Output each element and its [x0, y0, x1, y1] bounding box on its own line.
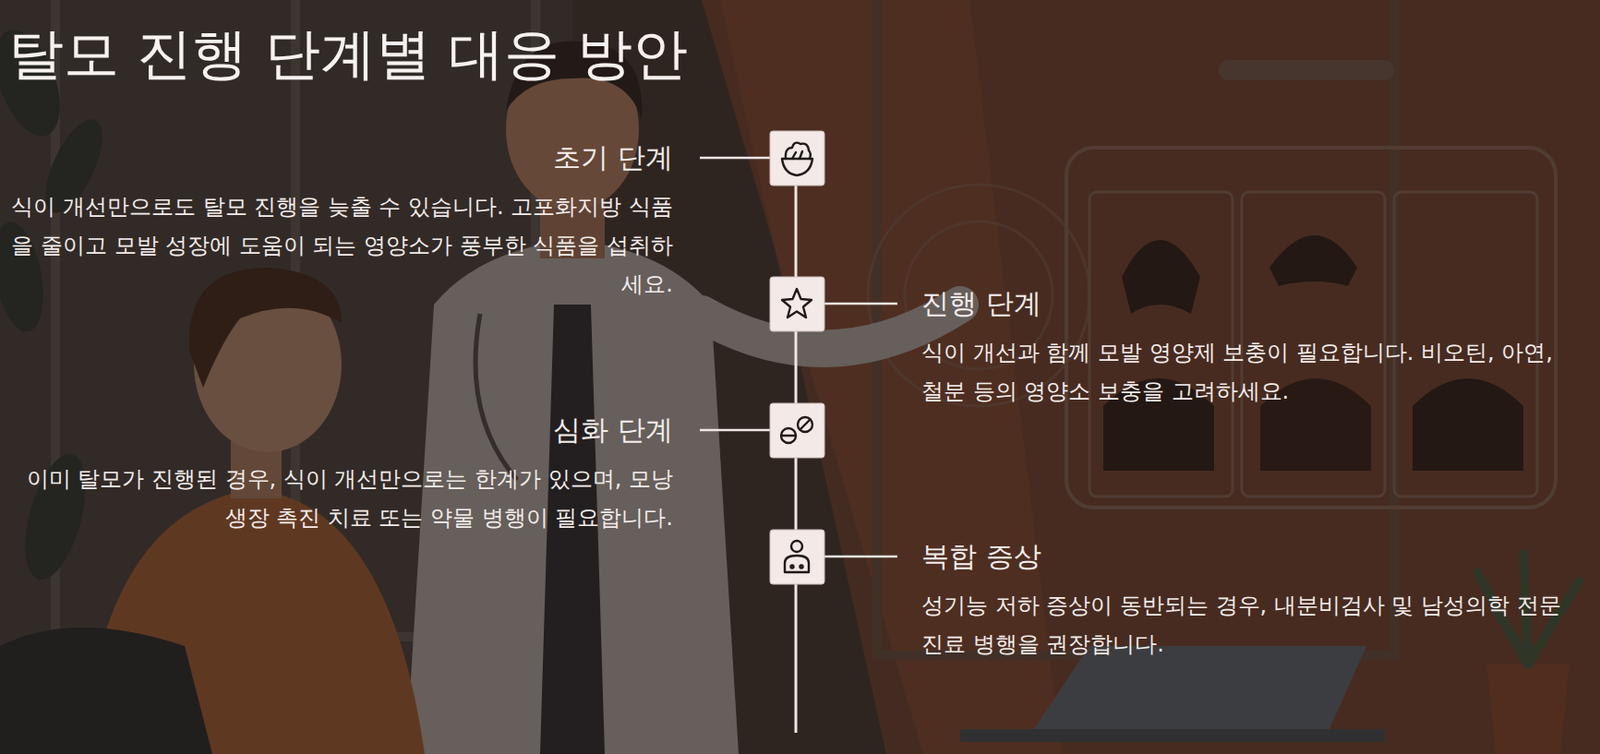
stage-description: 식이 개선만으로도 탈모 진행을 늦출 수 있습니다. 고포화지방 식품을 줄이…	[10, 187, 674, 304]
leader-line	[699, 429, 770, 433]
pill-icon	[781, 417, 813, 444]
doctor-icon	[784, 541, 809, 573]
leader-line	[699, 156, 770, 160]
stage-item: 진행 단계식이 개선과 함께 모발 영양제 보충이 필요합니다. 비오틴, 아연…	[921, 283, 1579, 411]
stage-item: 복합 증상성기능 저하 증상이 동반되는 경우, 내분비검사 및 남성의학 전문…	[921, 536, 1579, 664]
stage-item: 초기 단계식이 개선만으로도 탈모 진행을 늦출 수 있습니다. 고포화지방 식…	[10, 137, 674, 304]
stage-description: 이미 탈모가 진행된 경우, 식이 개선만으로는 한계가 있으며, 모낭 생장 …	[10, 459, 674, 538]
icon-box	[769, 403, 825, 458]
star-icon	[781, 288, 812, 318]
stage-heading: 초기 단계	[10, 137, 674, 179]
stage-description: 식이 개선과 함께 모발 영양제 보충이 필요합니다. 비오틴, 아연, 철분 …	[921, 333, 1579, 411]
stage-heading: 심화 단계	[10, 409, 674, 451]
stage-heading: 진행 단계	[921, 283, 1579, 325]
timeline	[699, 131, 898, 734]
salad-bowl-icon	[781, 143, 813, 176]
leader-line	[824, 555, 898, 559]
icon-box	[769, 529, 825, 585]
stage-heading: 복합 증상	[921, 536, 1579, 578]
leader-line	[824, 302, 898, 306]
icon-box	[769, 276, 825, 332]
icon-box	[769, 131, 825, 186]
stage-description: 성기능 저하 증상이 동반되는 경우, 내분비검사 및 남성의학 전문 진료 병…	[921, 586, 1579, 664]
stage-item: 심화 단계이미 탈모가 진행된 경우, 식이 개선만으로는 한계가 있으며, 모…	[10, 409, 674, 538]
diagram-title: 탈모 진행 단계별 대응 방안	[8, 18, 688, 89]
